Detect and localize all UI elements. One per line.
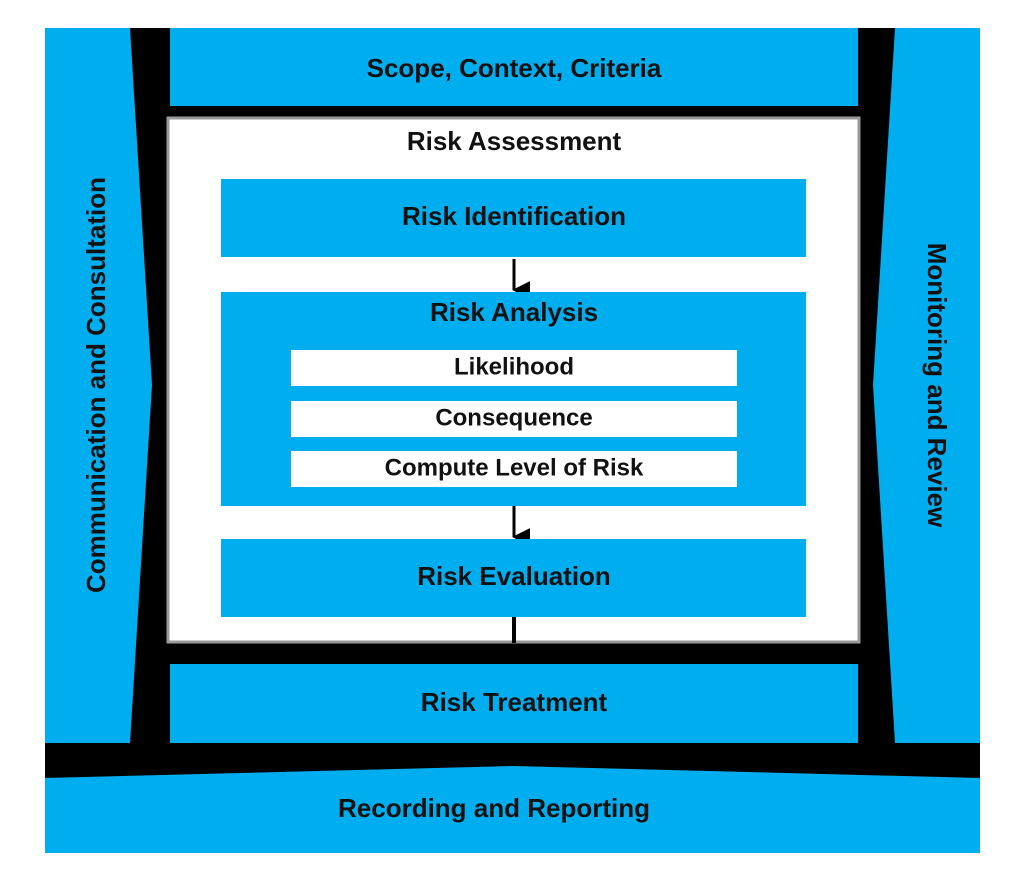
risk-evaluation-box: [221, 539, 806, 617]
compute-level-of-risk-box: [291, 451, 737, 487]
consequence-box: [291, 401, 737, 437]
recording-reporting-band: [45, 766, 980, 853]
right-band: [873, 28, 980, 743]
left-band: [45, 28, 152, 743]
right-band-label: Monitoring and Review: [922, 243, 952, 528]
risk-analysis-label: Risk Analysis: [430, 297, 598, 327]
likelihood-label: Likelihood: [454, 353, 574, 380]
scope-context-criteria-box: [170, 28, 858, 106]
risk-assessment-title: Risk Assessment: [407, 126, 622, 156]
scope-context-criteria-label: Scope, Context, Criteria: [367, 53, 662, 83]
risk-identification-label: Risk Identification: [402, 201, 626, 231]
risk-evaluation-label: Risk Evaluation: [417, 561, 611, 591]
consequence-label: Consequence: [435, 404, 592, 431]
risk-treatment-label: Risk Treatment: [421, 687, 608, 717]
likelihood-box: [291, 350, 737, 386]
left-band-label: Communication and Consultation: [81, 177, 111, 593]
risk-treatment-box: [170, 664, 858, 743]
compute-level-of-risk-label: Compute Level of Risk: [385, 454, 644, 481]
risk-identification-box: [221, 179, 806, 257]
recording-reporting-label: Recording and Reporting: [338, 793, 650, 823]
